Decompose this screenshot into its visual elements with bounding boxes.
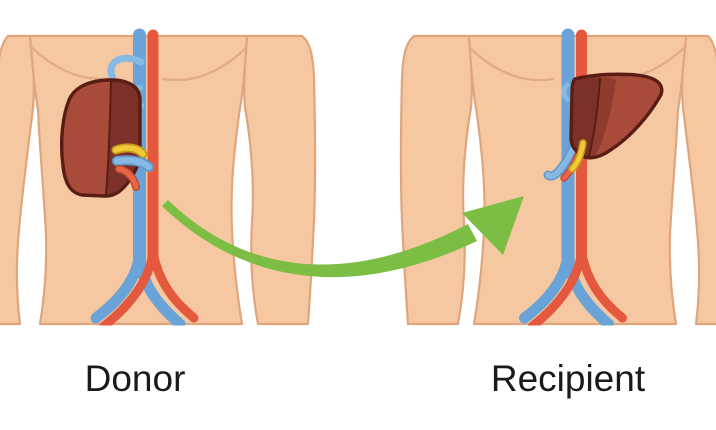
recipient-hepatic-vein-stub [561,82,570,102]
recipient-figure [399,28,716,331]
donor-iliac-artery-right [148,247,199,323]
donor-chest-line-right [161,46,248,82]
donor-liver-cut-face [104,80,140,197]
recipient-bile-duct [569,140,586,172]
donor-liver-outline [59,78,142,198]
recipient-liver-outline [569,72,664,160]
donor-right-arm [243,34,317,326]
recipient-right-arm [681,34,716,326]
donor-label: Donor [84,358,186,399]
recipient-iliac-artery-right [577,247,627,323]
donor-left-arm [0,34,35,326]
transfer-arrow-head [462,196,524,255]
donor-portal-vein [113,157,153,171]
donor-liver-cut-line [105,81,112,195]
recipient-liver-cut-line [588,78,601,157]
recipient-left-arm [399,34,473,326]
recipient-liver-graft [569,72,664,160]
transfer-arrow [162,196,524,278]
donor-hepatic-artery [116,166,139,190]
recipient-label: Recipient [490,358,646,399]
donor-iliac-vein-right [134,250,186,330]
recipient-chest-line-left [468,46,555,82]
donor-figure [0,28,317,331]
bottom-crop-mask [0,325,716,430]
recipient-liver-mid-shadow [589,77,616,158]
recipient-iliac-vein-right [562,250,614,330]
donor-bile-duct [113,145,146,157]
transfer-arrow-shaft [162,200,477,278]
recipient-portal-vein [545,139,579,180]
